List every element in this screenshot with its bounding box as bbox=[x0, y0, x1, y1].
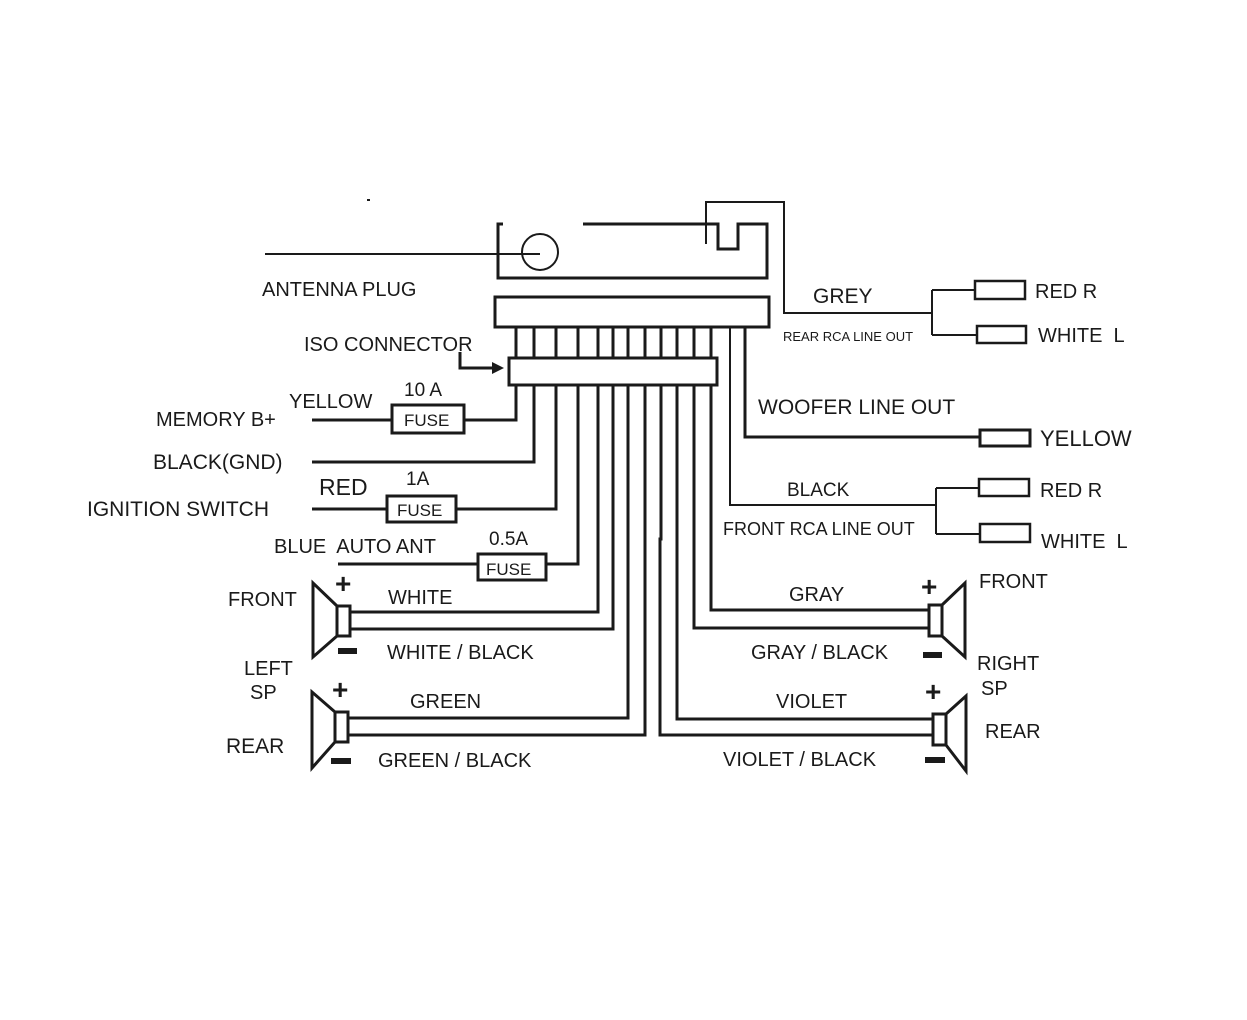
wire-black-gnd bbox=[312, 385, 536, 464]
label-right-sp-line1: RIGHT bbox=[977, 653, 1039, 675]
label-rear-rca-line-out: REAR RCA LINE OUT bbox=[783, 329, 913, 344]
plus-icon: + bbox=[332, 674, 348, 705]
wire-green-black bbox=[348, 385, 647, 737]
wire-violet bbox=[675, 385, 935, 721]
rca-rear-red-r bbox=[973, 279, 1027, 301]
rca-woofer-yellow bbox=[978, 428, 1032, 448]
fuse-10a bbox=[390, 403, 466, 435]
label-green: GREEN bbox=[410, 691, 481, 713]
label-fuse-1a: 1A bbox=[406, 469, 430, 490]
label-iso-connector: ISO CONNECTOR bbox=[304, 334, 473, 356]
fuse-05a-label: FUSE bbox=[486, 560, 531, 579]
label-red: RED bbox=[319, 474, 368, 500]
label-fuse-05a: 0.5A bbox=[489, 529, 528, 550]
wire-green bbox=[348, 385, 630, 720]
label-rear-red-r: RED R bbox=[1035, 281, 1097, 303]
wire-black-front-rca bbox=[729, 327, 936, 506]
label-left-rear: REAR bbox=[226, 735, 284, 758]
label-woofer-line-out: WOOFER LINE OUT bbox=[758, 396, 955, 419]
rca-front-red-r bbox=[977, 477, 1031, 498]
label-white: WHITE bbox=[388, 587, 452, 609]
label-memory-b: MEMORY B+ bbox=[156, 409, 276, 431]
rear-rca-branch bbox=[931, 289, 977, 336]
label-green-black: GREEN / BLACK bbox=[378, 750, 532, 772]
minus-icon bbox=[338, 648, 357, 654]
label-black-gnd: BLACK(GND) bbox=[153, 451, 283, 474]
label-grey: GREY bbox=[813, 285, 873, 308]
label-violet: VIOLET bbox=[776, 691, 847, 713]
label-left-sp-line1: LEFT bbox=[244, 658, 293, 680]
label-yellow: YELLOW bbox=[289, 391, 372, 413]
label-antenna-plug: ANTENNA PLUG bbox=[262, 279, 416, 301]
speaker-left-rear bbox=[310, 688, 350, 772]
stray-mark bbox=[367, 199, 370, 201]
wire-woofer bbox=[743, 327, 980, 439]
wire-yellow-memory bbox=[464, 385, 518, 422]
rca-front-white-l bbox=[978, 522, 1032, 544]
wire-white-black bbox=[350, 385, 615, 631]
label-right-front: FRONT bbox=[979, 571, 1048, 593]
minus-icon bbox=[331, 758, 351, 764]
label-gray: GRAY bbox=[789, 584, 844, 606]
fuse-1a bbox=[385, 494, 458, 524]
label-blue-auto-ant: BLUE AUTO ANT bbox=[274, 536, 436, 558]
label-left-sp-line2: SP bbox=[250, 682, 277, 704]
label-left-front: FRONT bbox=[228, 589, 297, 611]
plus-icon: + bbox=[921, 571, 937, 602]
label-ignition-switch: IGNITION SWITCH bbox=[87, 498, 269, 521]
speaker-right-front bbox=[927, 579, 967, 661]
label-front-red-r: RED R bbox=[1040, 480, 1102, 502]
wire-gray bbox=[709, 385, 930, 612]
label-right-rear: REAR bbox=[985, 721, 1041, 743]
label-violet-black: VIOLET / BLACK bbox=[723, 749, 877, 771]
wire-blue-auto-ant bbox=[546, 385, 580, 566]
fuse-10a-label: FUSE bbox=[404, 411, 449, 430]
connector-pins bbox=[514, 327, 713, 358]
arrow-head-icon bbox=[492, 362, 504, 374]
label-woofer-yellow: YELLOW bbox=[1040, 426, 1132, 451]
iso-connector-lower bbox=[507, 356, 719, 387]
front-rca-branch bbox=[935, 487, 980, 535]
wire-white bbox=[350, 385, 600, 614]
label-gray-black: GRAY / BLACK bbox=[751, 642, 889, 664]
wire-red-ignition bbox=[456, 385, 558, 511]
rca-rear-white-l bbox=[975, 324, 1028, 345]
speaker-left-front bbox=[311, 579, 352, 661]
wire-grey-rear-rca bbox=[705, 201, 932, 314]
label-black: BLACK bbox=[787, 480, 850, 501]
iso-connector-arrow bbox=[458, 352, 494, 370]
label-front-white-l: WHITE L bbox=[1041, 531, 1128, 553]
antenna-socket bbox=[521, 233, 559, 271]
plus-icon: + bbox=[335, 568, 351, 599]
plus-icon: + bbox=[925, 676, 941, 707]
fuse-1a-label: FUSE bbox=[397, 501, 442, 520]
label-white-black: WHITE / BLACK bbox=[387, 642, 534, 664]
iso-connector-upper bbox=[493, 295, 771, 329]
wire-violet-black bbox=[658, 385, 935, 737]
head-unit-housing bbox=[496, 222, 769, 280]
minus-icon bbox=[923, 652, 942, 658]
label-front-rca-line-out: FRONT RCA LINE OUT bbox=[723, 519, 915, 539]
wire-gray-black bbox=[692, 385, 930, 630]
minus-icon bbox=[925, 757, 945, 763]
label-rear-white-l: WHITE L bbox=[1038, 325, 1125, 347]
speaker-right-rear bbox=[931, 692, 968, 776]
fuse-05a bbox=[476, 552, 548, 582]
label-right-sp-line2: SP bbox=[981, 678, 1008, 700]
label-fuse-10a: 10 A bbox=[404, 380, 442, 401]
